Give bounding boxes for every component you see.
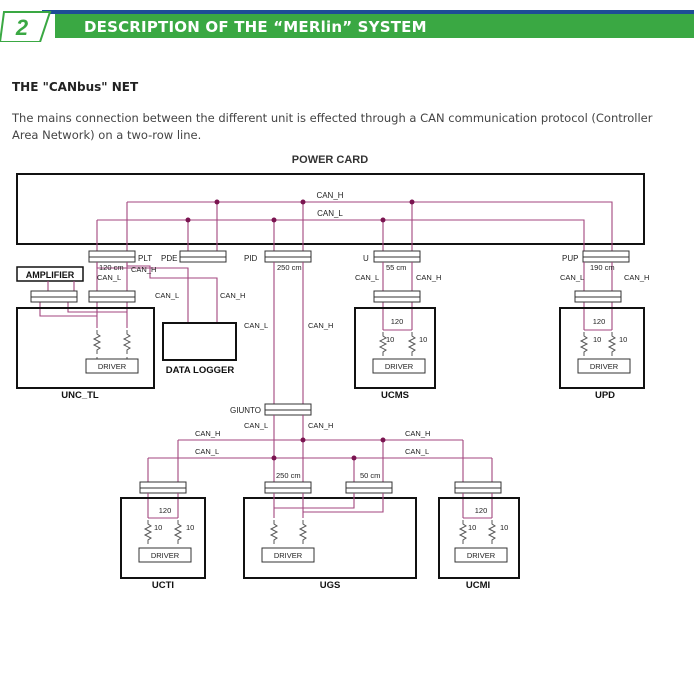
ucms-box [354, 307, 436, 389]
ucti-r10b-label: 10 [186, 523, 194, 532]
ucti-r120-label: 120 [159, 506, 172, 515]
pid-can-l-label: CAN_L [244, 321, 268, 330]
amplifier-label: AMPLIFIER [26, 270, 75, 280]
data-logger-label: DATA LOGGER [166, 365, 235, 376]
page-title: DESCRIPTION OF THE “MERlin” SYSTEM [84, 18, 427, 36]
ugs-driver [261, 547, 315, 563]
connector-pid-label: PID [244, 254, 258, 263]
ucms-r10b-label: 10 [419, 335, 427, 344]
ucti-driver-label: DRIVER [151, 551, 180, 560]
cable-250b-label: 250 cm [276, 471, 301, 480]
ucms-can-h-label: CAN_H [416, 273, 441, 282]
lower-can-h-right: CAN_H [405, 429, 430, 438]
ucmi-r120-label: 120 [475, 506, 488, 515]
cable-50-label: 50 cm [360, 471, 380, 480]
upd-r10b-label: 10 [619, 335, 627, 344]
section-number: 2 [15, 15, 29, 40]
unit-ugs-label: UGS [320, 580, 341, 591]
ucti-driver [138, 547, 192, 563]
ucti-r10a-label: 10 [154, 523, 162, 532]
unc-tl-driver-label: DRIVER [98, 362, 127, 371]
cable-55-label: 55 cm [386, 263, 406, 272]
ucmi-box [438, 497, 520, 579]
amplifier-box [16, 266, 84, 282]
upd-driver-label: DRIVER [590, 362, 619, 371]
power-card-box [16, 173, 645, 245]
unit-ucmi-label: UCMI [466, 580, 490, 591]
section-number-badge: 2 [0, 11, 52, 42]
ucti-box [120, 497, 206, 579]
unc-tl-wiring [39, 262, 218, 328]
ucms-wiring [382, 262, 413, 331]
upd-box [559, 307, 645, 389]
ucmi-driver [454, 547, 508, 563]
intro-text: The mains connection between the differe… [12, 111, 653, 142]
power-card-label: POWER CARD [292, 154, 368, 166]
unit-unc-tl-label: UNC_TL [61, 390, 99, 401]
section-title: THE "CANbus" NET [12, 80, 139, 94]
giunto-connector [264, 403, 312, 416]
ucmi-r10a-label: 10 [468, 523, 476, 532]
lower-can-h-left: CAN_H [195, 429, 220, 438]
ucmi-r10b-label: 10 [500, 523, 508, 532]
lower-can-l-left: CAN_L [195, 447, 219, 456]
upd-driver [577, 358, 631, 374]
unc-can-l-label: CAN_L [97, 273, 121, 282]
unit-ucms-label: UCMS [381, 390, 409, 401]
pid-trunk [273, 262, 304, 406]
connector-plt-label: PLT [138, 254, 152, 263]
section-header: 2 DESCRIPTION OF THE “MERlin” SYSTEM [0, 10, 694, 42]
power-card-bus [96, 201, 613, 252]
ucms-driver [372, 358, 426, 374]
can-h-label: CAN_H [316, 191, 343, 200]
upd-r10a-label: 10 [593, 335, 601, 344]
ugs-driver-label: DRIVER [274, 551, 303, 560]
header-accent-bar [42, 10, 694, 14]
unc-tl-connectors [30, 290, 136, 303]
upd-can-l-label: CAN_L [560, 273, 584, 282]
unit-upd-label: UPD [595, 390, 615, 401]
header-bar [55, 14, 694, 38]
lower-bus [147, 415, 493, 484]
unc-tl-box [16, 307, 155, 389]
upd-can-h-label: CAN_H [624, 273, 649, 282]
lower-junctions [271, 437, 386, 461]
unc-tl-driver [85, 358, 139, 374]
connector-pde-label: PDE [161, 254, 177, 263]
giunto-label: GIUNTO [230, 406, 261, 415]
cable-120-label: 120 cm [99, 263, 124, 272]
connector-u-label: U [363, 254, 369, 263]
logger-can-h-label: CAN_H [220, 291, 245, 300]
giunto-can-l-label: CAN_L [244, 421, 268, 430]
ucms-driver-label: DRIVER [385, 362, 414, 371]
ucms-can-l-label: CAN_L [355, 273, 379, 282]
lower-connectors [139, 481, 502, 494]
upd-r120-label: 120 [593, 317, 606, 326]
ucms-r10a-label: 10 [386, 335, 394, 344]
upd-connector [574, 290, 622, 303]
bus-junctions [185, 199, 415, 223]
unc-can-h-label: CAN_H [131, 265, 156, 274]
ucms-connector [373, 290, 421, 303]
can-l-label: CAN_L [317, 209, 343, 218]
ugs-box [243, 497, 417, 579]
ucmi-driver-label: DRIVER [467, 551, 496, 560]
ucms-r120-label: 120 [391, 317, 404, 326]
connector-pup-label: PUP [562, 254, 578, 263]
logger-can-l-label: CAN_L [155, 291, 179, 300]
data-logger-box [162, 322, 237, 361]
pid-can-h-label: CAN_H [308, 321, 333, 330]
giunto-can-h-label: CAN_H [308, 421, 333, 430]
ugs-wiring [273, 493, 384, 518]
lower-can-l-right: CAN_L [405, 447, 429, 456]
cable-190-label: 190 cm [590, 263, 615, 272]
upd-wiring [583, 262, 613, 331]
cable-250a-label: 250 cm [277, 263, 302, 272]
unit-ucti-label: UCTI [152, 580, 174, 591]
power-card-connectors [88, 250, 630, 263]
